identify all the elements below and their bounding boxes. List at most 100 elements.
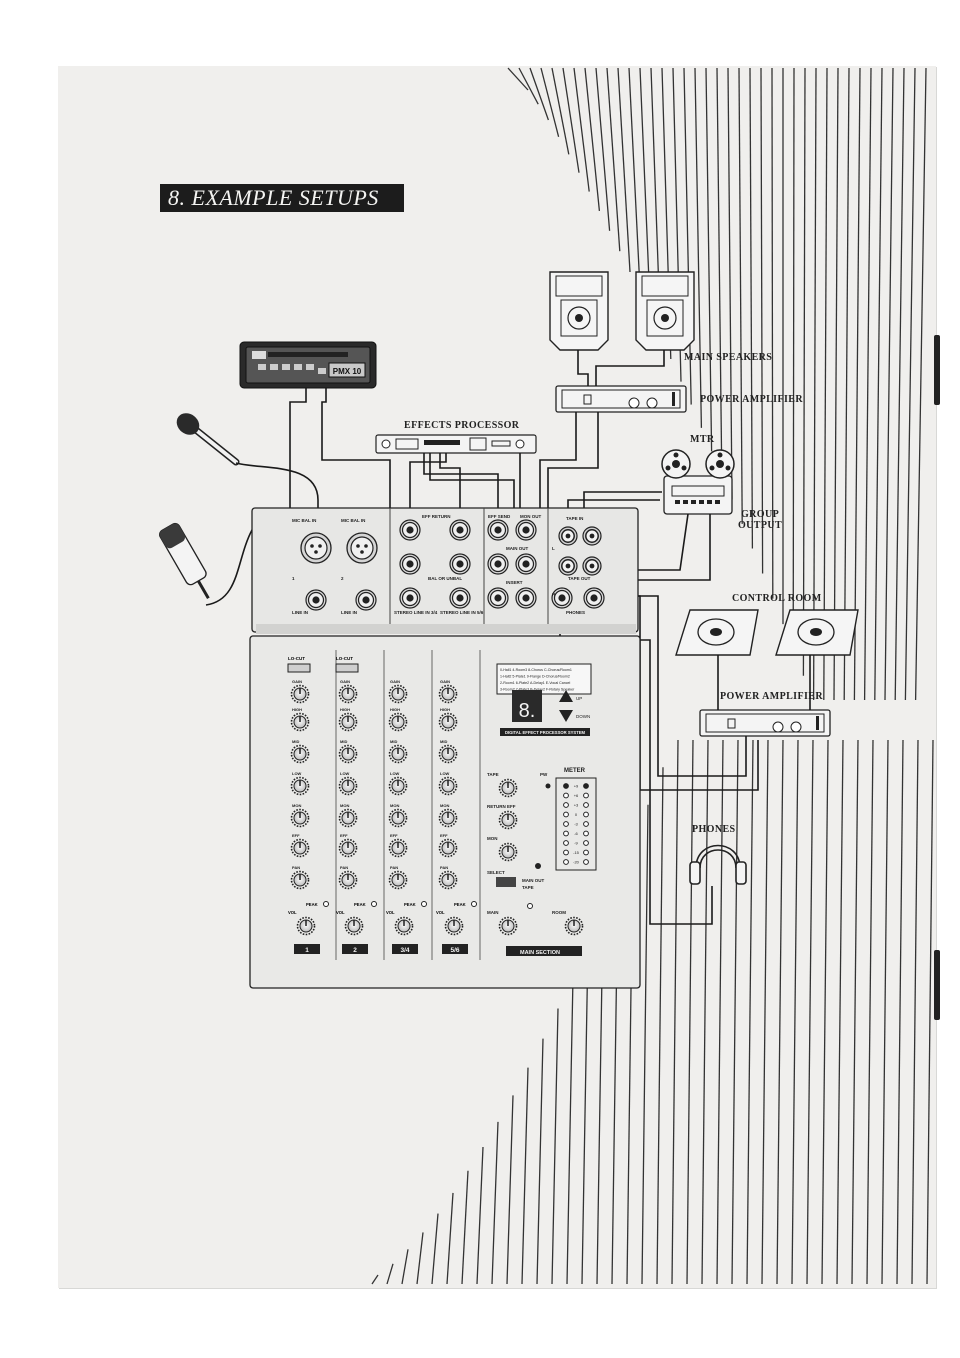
- meter-led: [583, 783, 589, 789]
- line34-l-jack: [399, 553, 421, 575]
- knob-label: PAN: [440, 865, 448, 870]
- control-room-monitor-left: [675, 609, 759, 656]
- knob-label: EFF: [440, 833, 448, 838]
- meter-led: [583, 859, 589, 865]
- power-amplifier-room-label: POWER AMPLIFIER: [720, 691, 823, 702]
- meter-led: [583, 821, 589, 827]
- knob-label: HIGH: [292, 707, 302, 712]
- peak-label: PEAK: [404, 902, 416, 907]
- fx-title: DIGITAL EFFECT PROCESSOR SYSTEM: [505, 730, 586, 735]
- mon-out-label: MON OUT: [520, 514, 541, 519]
- knob-label: GAIN: [390, 679, 400, 684]
- vol-label: VOL: [336, 910, 345, 915]
- main-speaker-right: [635, 271, 695, 351]
- main-out-label: MAIN OUT: [506, 546, 528, 551]
- main-section: TAPE RETURN EFF MON MAIN SELECT MAIN OUT…: [487, 768, 597, 956]
- eff-return-r-jack: [449, 519, 471, 541]
- mtr-label: MTR: [690, 434, 715, 445]
- knob-label: EFF: [292, 833, 300, 838]
- ch1-xlr-input: [300, 532, 332, 564]
- phones-label: PHONES: [692, 824, 736, 835]
- dynamic-microphone: [176, 413, 240, 466]
- meter-led: [583, 830, 589, 837]
- meter-led: [583, 802, 589, 808]
- ch2-xlr-input: [346, 532, 378, 564]
- peak-led: [471, 901, 477, 907]
- meter-scale-label: +6: [574, 793, 579, 798]
- meter-label: METER: [564, 768, 586, 774]
- knob-label: EFF: [340, 833, 348, 838]
- page-edge-tab: [934, 335, 940, 405]
- eff-send-label: EFF SEND: [488, 514, 511, 519]
- tape-in-label: TAPE IN: [566, 516, 583, 521]
- lo-cut-label: LO-CUT: [288, 656, 305, 661]
- fx-preset-line: 3-Room2 7-Plate3 B-Delay2 F-Rotary Speak…: [500, 688, 575, 692]
- power-label: PW: [540, 772, 548, 777]
- headphones: [689, 844, 747, 885]
- meter-led: [563, 859, 569, 865]
- main-label: MAIN: [487, 910, 499, 915]
- meter-led: [583, 849, 589, 856]
- group-output-label: GROUP OUTPUT: [738, 509, 783, 531]
- ch1-line-jack: [305, 589, 327, 611]
- cd-player: PMX 10: [239, 341, 377, 389]
- select-main-out-label: MAIN OUT: [522, 878, 544, 883]
- effects-processor-label: EFFECTS PROCESSOR: [404, 420, 520, 431]
- page-edge-tab: [934, 950, 940, 1020]
- phones-jack-label: PHONES: [566, 610, 585, 615]
- meter-led: [583, 811, 589, 818]
- main-speaker-left: [549, 271, 609, 351]
- meter-led: [563, 821, 569, 827]
- knob-label: PAN: [390, 865, 398, 870]
- cd-display-text: PMX 10: [333, 367, 362, 376]
- meter-scale-label: +9: [574, 784, 579, 789]
- condenser-microphone: [159, 522, 210, 600]
- knob-label: HIGH: [340, 707, 350, 712]
- power-amplifier-main-unit: [555, 385, 687, 413]
- meter-led: [563, 840, 569, 846]
- lo-cut-label: LO-CUT: [336, 656, 353, 661]
- fx-preset-line: 1-Hall2 5-Plate1 9-Flange D-Chorus/Room2: [500, 675, 570, 679]
- tape-in-r-rca: [582, 526, 602, 546]
- select-switch[interactable]: [496, 877, 516, 887]
- knob-label: MID: [440, 739, 447, 744]
- mon-out-jack: [515, 519, 537, 541]
- r-label: R: [552, 592, 556, 597]
- fx-up-icon[interactable]: [559, 690, 573, 702]
- channel-badge: [294, 944, 320, 954]
- return-eff-label: RETURN EFF: [487, 804, 516, 809]
- meter-scale-label: -6: [574, 831, 578, 836]
- control-room-jack: [583, 587, 605, 609]
- line-in-2-label: LINE IN: [341, 610, 357, 615]
- fx-down-label: DOWN: [576, 714, 590, 719]
- eff-return-label: EFF RETURN: [422, 514, 451, 519]
- meter-scale-label: 0: [575, 812, 578, 817]
- knob-label: PAN: [292, 865, 300, 870]
- peak-label: PEAK: [306, 902, 318, 907]
- peak-label: PEAK: [454, 902, 466, 907]
- peak-label: PEAK: [354, 902, 366, 907]
- main-speakers-label: MAIN SPEAKERS: [684, 352, 773, 363]
- fx-down-icon[interactable]: [559, 710, 573, 722]
- meter-scale-label: -15: [573, 850, 580, 855]
- peak-led: [323, 901, 329, 907]
- insert-r-jack: [515, 587, 537, 609]
- phones-jack: [551, 587, 573, 609]
- tape-out-r-rca: [582, 556, 602, 576]
- meter-scale-label: -9: [574, 841, 578, 846]
- meter-led: [563, 830, 569, 837]
- select-label: SELECT: [487, 870, 505, 875]
- lo-cut-button[interactable]: [335, 663, 359, 673]
- fx-preset-line: 2-Room1 6-Plate2 A-Delay1 E-Vocal Cancel: [500, 681, 571, 685]
- peak-led: [371, 901, 377, 907]
- meter-led: [583, 840, 589, 846]
- knob-label: LOW: [390, 771, 400, 776]
- lo-cut-button[interactable]: [287, 663, 311, 673]
- room-label: ROOM: [552, 910, 566, 915]
- knob-label: LOW: [292, 771, 302, 776]
- mon-label: MON: [487, 836, 498, 841]
- peak-led: [421, 901, 427, 907]
